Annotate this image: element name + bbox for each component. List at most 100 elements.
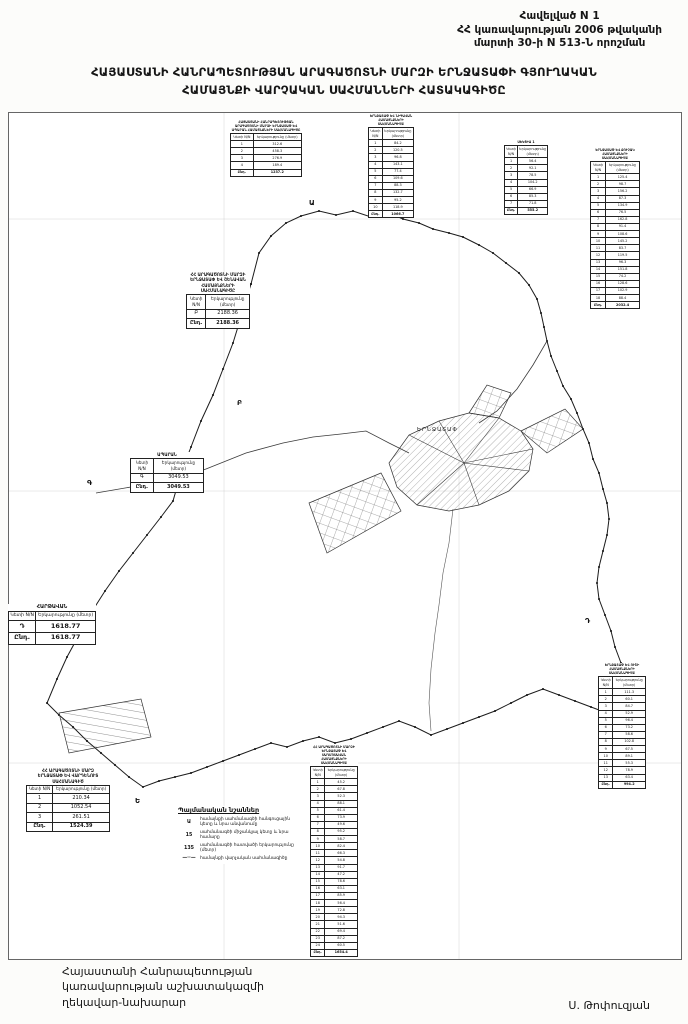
- table-cell: 6: [503, 192, 519, 201]
- table-cell: 4: [309, 799, 326, 808]
- table-cell: 1: [589, 173, 607, 182]
- table-cell: 13: [597, 773, 614, 782]
- table-cell: 87.3: [605, 194, 640, 203]
- table-cell: 102.8: [612, 737, 646, 747]
- table-cell: 20: [309, 913, 326, 922]
- table-cell: Ընդ.: [230, 168, 254, 177]
- village-area: [388, 412, 534, 512]
- table-cell: 5: [597, 716, 614, 725]
- table-cell: 4: [230, 161, 254, 170]
- table-row: Ընդ.3049.53: [130, 482, 205, 493]
- table-cell: 151.8: [605, 265, 640, 274]
- table-row: Ընդ.2032.4: [589, 301, 640, 310]
- table-cell: 61.4: [324, 806, 358, 815]
- table-cell: 2: [25, 802, 54, 814]
- table-cell: 3: [25, 812, 54, 823]
- table-row: Ընդ.1654.4: [309, 948, 358, 957]
- table-cell: 3: [597, 702, 614, 711]
- table-cell: 9: [309, 835, 326, 844]
- table-cell: Ընդ.: [309, 948, 326, 957]
- table-cell: 1: [597, 688, 614, 697]
- table-cell: Ընդ.: [130, 482, 154, 493]
- table-cell: 125.4: [605, 173, 640, 182]
- table-cell: 82.4: [324, 842, 358, 851]
- village-streets: [408, 417, 534, 506]
- table-cell: 102.9: [605, 286, 640, 296]
- table-cell: 11: [589, 244, 607, 253]
- table-cell: 3049.53: [152, 482, 205, 493]
- table-row: Ընդ.1524.39: [25, 821, 110, 833]
- table-cell: 98.7: [605, 180, 640, 189]
- table-cell: 78.6: [324, 877, 358, 886]
- table-cell: 15: [309, 877, 326, 886]
- table-cell: 60.5: [324, 941, 358, 950]
- table-row: Ընդ.2188.36: [185, 318, 250, 329]
- table-cell: 3: [230, 154, 254, 163]
- table-cell: 12: [597, 766, 614, 775]
- table-cell: 45.2: [324, 778, 358, 787]
- col-header-point: Կետի N/N: [7, 611, 37, 622]
- table-cell: 3049.53: [152, 472, 205, 484]
- caption-line: ԵՐՆՋԱՏԱՓ ԵՎ ՔՈՒՉԱԿ: [595, 148, 635, 152]
- table-cell: 55.3: [612, 759, 646, 768]
- table-cell: 66.3: [324, 849, 358, 858]
- col-header-length: Երկարությունը (մետր): [252, 132, 303, 142]
- table-cell: 69.4: [324, 927, 358, 936]
- table-cell: 19: [309, 906, 326, 915]
- table-cell: 92.1: [517, 164, 549, 173]
- table-cell: 3: [368, 153, 383, 162]
- table-cell: 7: [503, 199, 519, 208]
- community-boundary-line: [47, 211, 639, 787]
- table-cell: 73.9: [324, 813, 358, 822]
- table-cell: 8: [309, 827, 326, 837]
- caption-line: ՀԱՄԱՅՆՔՆԵՐԻ ՍԱՀՄԱՆԱԳԻԾԸ: [200, 282, 236, 293]
- table-cell: 67.8: [324, 785, 358, 794]
- table-cell: 24: [309, 941, 326, 950]
- table-cell: 12: [589, 251, 607, 260]
- table-cell: 85.3: [517, 192, 549, 201]
- table-cell: 9: [589, 230, 607, 239]
- table-cell: 3: [503, 171, 519, 180]
- table-cell: 91.4: [605, 222, 640, 232]
- table-cell: Գ: [130, 472, 154, 484]
- caption-line: ՍԵԿՑԻԱ 1: [517, 140, 535, 144]
- table-cell: 6: [597, 723, 614, 732]
- col-header-length: Երկարությունը (մետր): [612, 675, 646, 690]
- legend-symbol: Ա: [187, 819, 191, 825]
- table-cell: 111.3: [612, 688, 646, 697]
- table-cell: 12: [309, 856, 326, 865]
- table-cell: 2: [589, 180, 607, 189]
- table-cell: 87.2: [324, 934, 358, 943]
- table-cell: 91.7: [324, 863, 358, 872]
